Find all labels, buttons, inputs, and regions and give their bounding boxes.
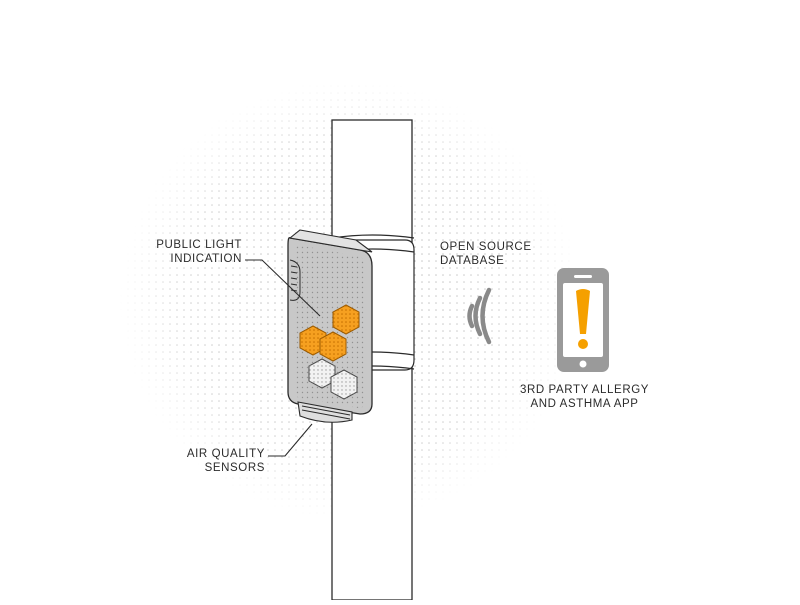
leader-public-light — [245, 259, 321, 317]
label-line: AND ASTHMA APP — [530, 398, 639, 410]
label-line: AIR QUALITY — [186, 448, 265, 460]
leader-lines — [245, 259, 321, 457]
label-public-light-indication: PUBLIC LIGHT INDICATION — [150, 238, 242, 266]
sensor-device — [287, 229, 373, 423]
smartphone-icon — [557, 268, 609, 372]
orange-hexagon — [333, 305, 359, 334]
exclamation-alert-icon — [576, 289, 590, 349]
label-air-quality-sensors: AIR QUALITY SENSORS — [170, 447, 265, 475]
orange-hexagon — [320, 332, 346, 361]
white-hexagon — [331, 370, 357, 399]
wireless-signal-icon — [467, 287, 492, 345]
label-line: OPEN SOURCE — [440, 241, 532, 253]
label-line: INDICATION — [170, 253, 242, 265]
orange-light-hexagons — [299, 304, 360, 362]
label-line: 3RD PARTY ALLERGY — [519, 384, 650, 396]
label-line: DATABASE — [440, 255, 505, 267]
label-allergy-asthma-app: 3RD PARTY ALLERGY AND ASTHMA APP — [512, 383, 657, 411]
label-open-source-database: OPEN SOURCE DATABASE — [440, 240, 532, 268]
label-line: PUBLIC LIGHT — [156, 239, 242, 251]
label-line: SENSORS — [204, 462, 265, 474]
air-quality-sensor-cup — [297, 401, 353, 423]
white-hexagon — [309, 359, 335, 388]
leader-air-quality — [268, 423, 313, 457]
white-sensor-hexagons — [308, 358, 358, 400]
